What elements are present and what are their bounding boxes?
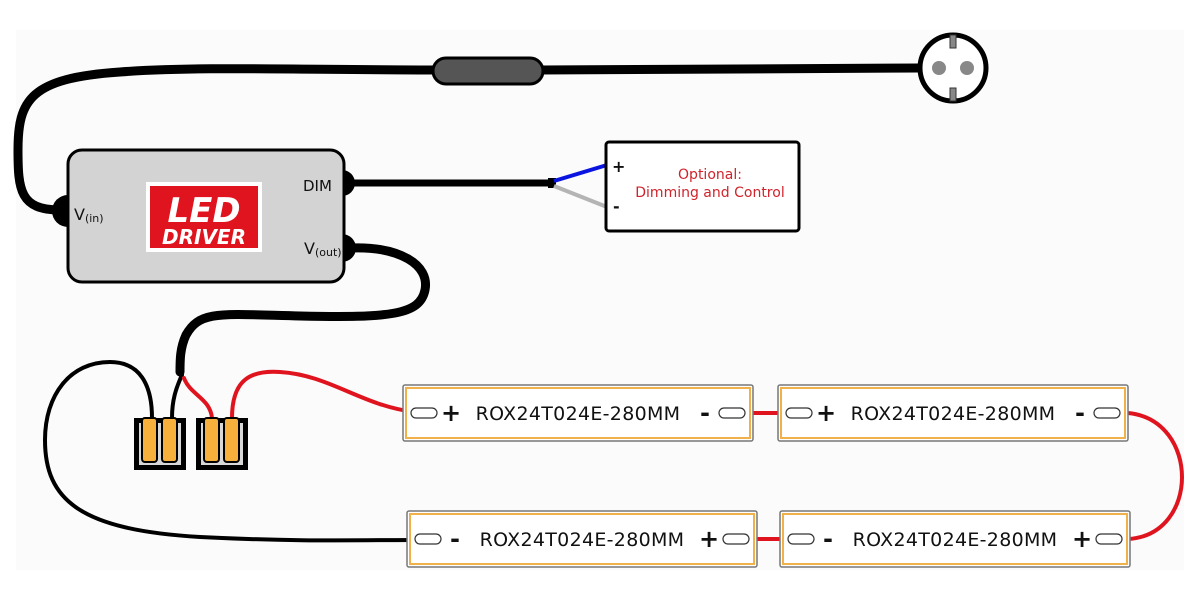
feed-wire-red — [230, 369, 416, 420]
logo-line1: LED — [167, 191, 240, 231]
solder-pad-right[interactable] — [718, 407, 746, 419]
led-driver: LED DRIVER V(in) DIM V(out) — [66, 148, 346, 284]
power-plug-icon — [917, 32, 989, 104]
led-strip: -ROX24T024E-280MM + — [406, 510, 758, 568]
led-strip: + ROX24T024E-280MM- — [777, 384, 1129, 442]
dim-cable-end — [548, 178, 556, 188]
strip-label: ROX24T024E-280MM — [476, 403, 681, 425]
diagram-background — [16, 30, 1184, 570]
solder-pad-right[interactable] — [722, 533, 750, 545]
vin-grommet — [52, 195, 68, 227]
vout-cable — [175, 243, 430, 377]
led-strips: +ROX24T024E-280MM-+ROX24T024E-280MM--ROX… — [402, 384, 1131, 568]
solder-pad-left[interactable] — [414, 533, 442, 545]
strip-label: ROX24T024E-280MM — [853, 529, 1058, 551]
solder-pad-left[interactable] — [410, 407, 438, 419]
return-wire-black — [42, 359, 416, 543]
strip-left-sign: - — [450, 525, 460, 553]
driver-wire-black — [170, 373, 184, 420]
driver-logo — [150, 186, 258, 248]
strip-label: ROX24T024E-280MM — [851, 403, 1056, 425]
dim-wire-gray — [553, 184, 608, 209]
strip-right-sign: + — [1072, 525, 1092, 553]
logo-line2: DRIVER — [162, 225, 246, 249]
port-label-dim: DIM — [303, 177, 332, 195]
solder-pad-right[interactable] — [1093, 407, 1121, 419]
wago-connector-icon — [196, 417, 248, 470]
port-label-vout: V(out) — [304, 239, 342, 259]
strip-right-sign: - — [700, 399, 710, 427]
port-label-vin: V(in) — [74, 205, 104, 225]
strip-right-sign: + — [699, 525, 719, 553]
strip-right-sign: - — [1075, 399, 1085, 427]
solder-pad-right[interactable] — [1095, 533, 1123, 545]
optional-plus: + — [612, 157, 625, 176]
driver-wire-red — [182, 376, 214, 420]
strip-left-sign: - — [823, 525, 833, 553]
mains-cable-left — [13, 64, 445, 215]
optional-line1: Optional: — [678, 167, 742, 183]
dim-wire-blue — [553, 163, 608, 183]
optional-minus: - — [613, 197, 620, 216]
solder-pad-left[interactable] — [785, 407, 813, 419]
link-wire-2-4 — [1126, 411, 1184, 541]
optional-dimming-box: + - Optional: Dimming and Control — [604, 140, 801, 233]
strip-left-sign: + — [441, 399, 461, 427]
led-strip: -ROX24T024E-280MM + — [779, 510, 1131, 568]
wago-connector-icon — [134, 417, 186, 470]
inline-switch-icon[interactable] — [431, 56, 545, 86]
strip-left-sign: + — [816, 399, 836, 427]
solder-pad-left[interactable] — [787, 533, 815, 545]
strip-label: ROX24T024E-280MM — [480, 529, 685, 551]
led-strip: + ROX24T024E-280MM- — [402, 384, 754, 442]
optional-line2: Dimming and Control — [635, 185, 784, 201]
mains-cable-right — [535, 63, 925, 75]
